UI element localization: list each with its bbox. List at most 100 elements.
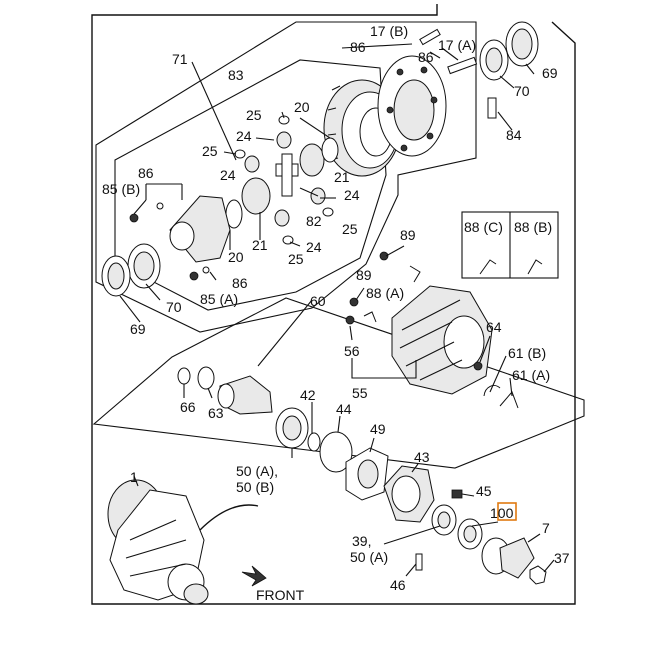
label-50a-lower: 50 (A) [350,549,388,565]
label-89-upper: 89 [400,227,416,243]
side-gear-21-lower [241,177,271,215]
differential-assembly [107,479,209,605]
label-83: 83 [228,67,244,83]
clips-61 [483,385,519,409]
brackets-88 [363,265,421,323]
label-86-bottom: 86 [232,275,248,291]
bearing-70-lower [127,243,161,289]
race-69-upper [505,21,539,67]
label-25-c: 25 [342,221,358,237]
label-88a: 88 (A) [366,285,404,301]
nut-37 [529,565,547,585]
label-61b: 61 (B) [508,345,546,361]
bearing-70-upper [479,39,509,81]
assembly-arrow [199,504,259,531]
diff-case-flange [377,55,447,157]
label-25-a: 25 [246,107,262,123]
label-44: 44 [336,401,352,417]
bearing-100 [457,518,483,550]
label-56: 56 [344,343,360,359]
pinion-gears-82 [244,131,326,227]
label-86-left: 86 [138,165,154,181]
seal-39 [431,504,457,536]
label-24-b: 24 [220,167,236,183]
bracket-88-detail-box [461,211,559,279]
label-85a: 85 (A) [200,291,238,307]
label-25-b: 25 [202,143,218,159]
bolts-85 [129,202,210,281]
label-70-lower: 70 [166,299,182,315]
label-37: 37 [554,550,570,566]
label-24-d: 24 [306,239,322,255]
callout-labels: 1 7 17 (B) 17 (A) 20 20 21 21 24 24 24 2… [102,23,570,603]
label-20-bottom: 20 [228,249,244,265]
label-82: 82 [306,213,322,229]
label-45: 45 [476,483,492,499]
highlight-box-100 [497,502,517,521]
label-85b: 85 (B) [102,181,140,197]
drive-pinion [217,375,273,415]
label-21-upper: 21 [334,169,350,185]
carrier-housing [391,285,493,395]
label-49: 49 [370,421,386,437]
label-7: 7 [542,520,550,536]
group-outline-83 [95,21,477,333]
label-50a: 50 (A), [236,463,278,479]
label-55: 55 [352,385,368,401]
washer-66 [177,367,191,385]
label-70-upper: 70 [514,83,530,99]
bearing-50 [275,407,309,449]
label-17b: 17 (B) [370,23,408,39]
label-71: 71 [172,51,188,67]
gasket-49 [345,447,389,501]
label-24-a: 24 [236,128,252,144]
side-gear-21-upper [299,143,325,177]
companion-flange-7 [481,537,535,579]
label-69-upper: 69 [542,65,558,81]
pinion-retainer-43 [383,465,435,523]
bolt-84 [487,97,497,119]
label-60: 60 [310,293,326,309]
label-20-top: 20 [294,99,310,115]
leader-lines [119,43,555,577]
label-63: 63 [208,405,224,421]
o-ring-44 [319,431,353,473]
bearing-63 [197,366,215,390]
label-86-right: 86 [418,49,434,65]
label-21-lower: 21 [252,237,268,253]
label-1: 1 [130,469,138,485]
cross-shaft [275,153,299,197]
diff-case-left [169,195,231,263]
label-42: 42 [300,387,316,403]
label-39: 39, [352,533,371,549]
bolt-17b [419,28,441,46]
label-43: 43 [414,449,430,465]
label-86-top: 86 [350,39,366,55]
label-24-c: 24 [344,187,360,203]
label-64: 64 [486,319,502,335]
label-17a: 17 (A) [438,37,476,53]
label-66: 66 [180,399,196,415]
label-89-lower: 89 [356,267,372,283]
outer-frame [91,4,576,605]
bolts-89-56 [345,251,389,325]
label-100: 100 [490,505,514,521]
front-arrow-icon [241,565,267,587]
label-88b: 88 (B) [514,219,552,235]
label-25-d: 25 [288,251,304,267]
label-88c: 88 (C) [464,219,503,235]
label-50b: 50 (B) [236,479,274,495]
front-label: FRONT [256,587,305,603]
nut-64 [473,361,483,371]
thrust-washers-25 [234,115,334,245]
bolt-46 [415,553,423,571]
label-69-lower: 69 [130,321,146,337]
bolt-45 [451,489,463,499]
label-84: 84 [506,127,522,143]
bolt-17a [447,56,478,75]
group-outline-60 [92,297,585,469]
race-69-lower [101,255,131,297]
spacer-42 [307,432,321,452]
